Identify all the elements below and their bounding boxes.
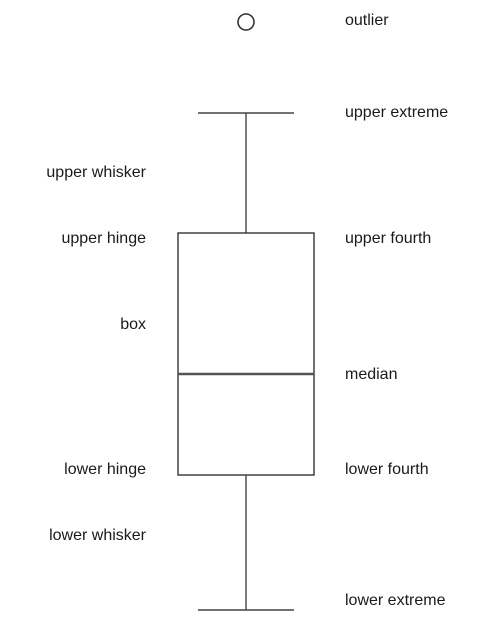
lower-whisker-label: lower whisker: [49, 527, 146, 544]
upper-fourth-label: upper fourth: [345, 230, 432, 247]
lower-extreme-label: lower extreme: [345, 592, 446, 609]
upper-whisker-label: upper whisker: [46, 164, 146, 181]
outlier-label: outlier: [345, 12, 389, 29]
median-label: median: [345, 366, 398, 383]
upper-extreme-label: upper extreme: [345, 104, 449, 121]
box-label: box: [120, 316, 146, 333]
lower-hinge-label: lower hinge: [64, 461, 146, 478]
lower-fourth-label: lower fourth: [345, 461, 429, 478]
outlier-marker: [237, 13, 255, 31]
upper-hinge-label: upper hinge: [61, 230, 146, 247]
box-rect: [177, 232, 315, 476]
